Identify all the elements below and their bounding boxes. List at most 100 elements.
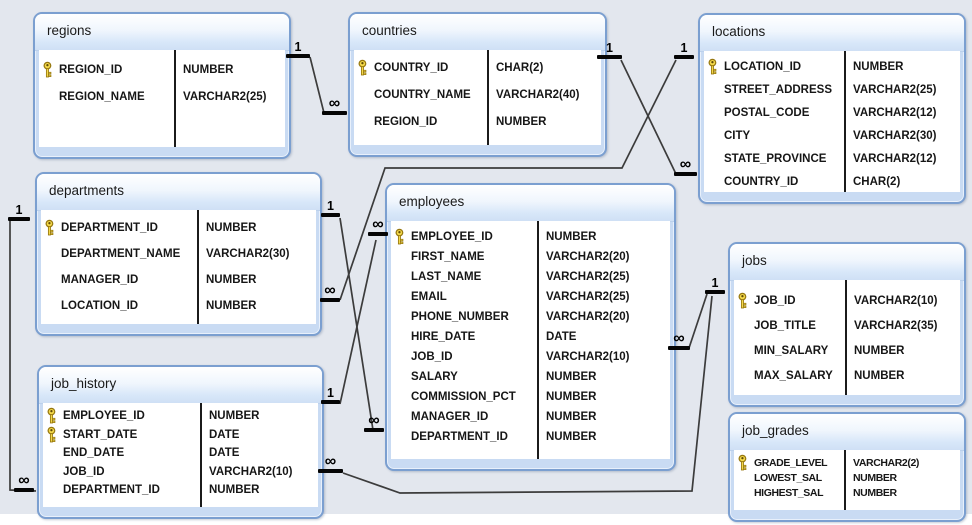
field-row[interactable]: MAX_SALARY NUMBER bbox=[734, 363, 960, 388]
field-row[interactable]: HIGHEST_SAL NUMBER bbox=[734, 485, 960, 500]
field-row[interactable]: SALARY NUMBER bbox=[391, 367, 670, 387]
field-row[interactable]: START_DATE DATE bbox=[43, 426, 318, 445]
field-row[interactable]: PHONE_NUMBER VARCHAR2(20) bbox=[391, 307, 670, 327]
field-type: DATE bbox=[209, 447, 240, 460]
field-row[interactable]: DEPARTMENT_ID NUMBER bbox=[391, 427, 670, 447]
field-name: EMAIL bbox=[411, 291, 447, 303]
field-row[interactable]: COUNTRY_ID CHAR(2) bbox=[354, 54, 601, 81]
table-header[interactable]: employees bbox=[387, 185, 674, 222]
table-header[interactable]: locations bbox=[700, 15, 964, 52]
field-type: NUMBER bbox=[206, 300, 257, 312]
primary-key-icon bbox=[707, 58, 719, 75]
table-jobs[interactable]: jobs JOB_ID VARCHAR2(10) bbox=[728, 242, 966, 407]
field-row[interactable]: MANAGER_ID NUMBER bbox=[41, 267, 316, 293]
table-job_grades[interactable]: job_grades GRADE_LEVEL VARCHAR2(2) bbox=[728, 412, 966, 522]
field-row[interactable]: EMPLOYEE_ID NUMBER bbox=[43, 407, 318, 426]
field-type: VARCHAR2(10) bbox=[209, 465, 293, 478]
relationship-line-employees-jobs[interactable] bbox=[688, 293, 708, 349]
table-header[interactable]: countries bbox=[350, 14, 605, 51]
cardinality-label: 1 bbox=[294, 40, 302, 54]
field-row[interactable]: POSTAL_CODE VARCHAR2(12) bbox=[704, 101, 960, 124]
field-type: VARCHAR2(12) bbox=[853, 106, 937, 119]
table-job_history[interactable]: job_history EMPLOYEE_ID NUMBER bbox=[37, 365, 324, 519]
relationship-line-regions-countries[interactable] bbox=[309, 56, 325, 114]
field-name: STREET_ADDRESS bbox=[724, 83, 832, 96]
field-name: DEPARTMENT_ID bbox=[63, 484, 160, 497]
column-divider bbox=[487, 50, 489, 145]
table-departments[interactable]: departments DEPARTMENT_ID NUMBER bbox=[35, 172, 322, 336]
field-name: MANAGER_ID bbox=[61, 274, 139, 286]
relationship-line-countries-locations[interactable] bbox=[620, 59, 677, 175]
table-header[interactable]: regions bbox=[35, 14, 289, 51]
cardinality-bar-icon bbox=[674, 55, 694, 59]
field-row[interactable]: LOCATION_ID NUMBER bbox=[704, 55, 960, 78]
table-header[interactable]: job_history bbox=[39, 367, 322, 404]
cardinality-marker: 1 bbox=[286, 41, 310, 58]
field-row[interactable]: LOWEST_SAL NUMBER bbox=[734, 470, 960, 485]
field-row[interactable]: COUNTRY_ID CHAR(2) bbox=[704, 170, 960, 192]
field-row[interactable]: EMPLOYEE_ID NUMBER bbox=[391, 227, 670, 247]
field-name: LAST_NAME bbox=[411, 271, 482, 283]
field-row[interactable]: FIRST_NAME VARCHAR2(20) bbox=[391, 247, 670, 267]
field-row[interactable]: REGION_NAME VARCHAR2(25) bbox=[39, 83, 285, 110]
relationship-line-departments-job_history[interactable] bbox=[9, 220, 37, 492]
field-row[interactable]: DEPARTMENT_NAME VARCHAR2(30) bbox=[41, 241, 316, 267]
field-row[interactable]: JOB_ID VARCHAR2(10) bbox=[734, 288, 960, 313]
cardinality-marker: 1 bbox=[321, 200, 340, 217]
field-row[interactable]: DEPARTMENT_ID NUMBER bbox=[41, 215, 316, 241]
field-row[interactable]: JOB_ID VARCHAR2(10) bbox=[43, 463, 318, 482]
field-row[interactable]: HIRE_DATE DATE bbox=[391, 327, 670, 347]
table-regions[interactable]: regions REGION_ID NUMBER bbox=[33, 12, 291, 159]
field-row[interactable]: END_DATE DATE bbox=[43, 444, 318, 463]
field-row[interactable]: REGION_ID NUMBER bbox=[354, 108, 601, 135]
cardinality-label: 1 bbox=[15, 203, 23, 217]
field-name: MAX_SALARY bbox=[754, 369, 833, 382]
field-name: END_DATE bbox=[63, 447, 125, 460]
table-countries[interactable]: countries COUNTRY_ID CHAR(2) bbox=[348, 12, 607, 157]
cardinality-label: ∞ bbox=[368, 412, 380, 429]
field-row[interactable]: STATE_PROVINCE VARCHAR2(12) bbox=[704, 147, 960, 170]
relationship-line-jobs-job_history[interactable] bbox=[342, 295, 713, 494]
table-employees[interactable]: employees EMPLOYEE_ID NUMBER bbox=[385, 183, 676, 471]
field-row[interactable]: GRADE_LEVEL VARCHAR2(2) bbox=[734, 454, 960, 471]
table-header[interactable]: job_grades bbox=[730, 414, 964, 451]
field-row[interactable]: COMMISSION_PCT NUMBER bbox=[391, 387, 670, 407]
field-type: NUMBER bbox=[546, 231, 597, 243]
primary-key-icon bbox=[44, 219, 56, 237]
field-name: POSTAL_CODE bbox=[724, 106, 810, 119]
table-locations[interactable]: locations LOCATION_ID NUMBER bbox=[698, 13, 966, 204]
field-name: START_DATE bbox=[63, 428, 138, 441]
field-row[interactable]: STREET_ADDRESS VARCHAR2(25) bbox=[704, 78, 960, 101]
field-row[interactable]: JOB_TITLE VARCHAR2(35) bbox=[734, 313, 960, 338]
cardinality-label: ∞ bbox=[324, 453, 337, 470]
field-name: GRADE_LEVEL bbox=[754, 456, 828, 469]
table-title: departments bbox=[49, 183, 125, 198]
cardinality-bar-icon bbox=[320, 298, 340, 302]
field-row[interactable]: CITY VARCHAR2(30) bbox=[704, 124, 960, 147]
cardinality-label: ∞ bbox=[324, 282, 336, 299]
field-row[interactable]: LAST_NAME VARCHAR2(25) bbox=[391, 267, 670, 287]
field-row[interactable]: MIN_SALARY NUMBER bbox=[734, 338, 960, 363]
field-name: MIN_SALARY bbox=[754, 344, 829, 357]
field-row[interactable]: EMAIL VARCHAR2(25) bbox=[391, 287, 670, 307]
primary-key-icon bbox=[737, 454, 749, 471]
primary-key-icon bbox=[42, 61, 54, 78]
cardinality-label: 1 bbox=[327, 199, 334, 213]
field-row[interactable]: COUNTRY_NAME VARCHAR2(40) bbox=[354, 81, 601, 108]
field-row[interactable]: REGION_ID NUMBER bbox=[39, 56, 285, 83]
field-row[interactable]: LOCATION_ID NUMBER bbox=[41, 293, 316, 319]
table-header[interactable]: jobs bbox=[730, 244, 964, 281]
relationship-line-locations-departments[interactable] bbox=[339, 59, 677, 301]
relationship-line-job_history-employees[interactable] bbox=[339, 239, 377, 405]
field-type: NUMBER bbox=[853, 60, 904, 73]
table-header[interactable]: departments bbox=[37, 174, 320, 211]
field-row[interactable]: MANAGER_ID NUMBER bbox=[391, 407, 670, 427]
field-row[interactable]: DEPARTMENT_ID NUMBER bbox=[43, 481, 318, 500]
field-type: VARCHAR2(35) bbox=[854, 319, 938, 332]
field-row[interactable]: JOB_ID VARCHAR2(10) bbox=[391, 347, 670, 367]
cardinality-bar-icon bbox=[321, 213, 340, 217]
field-type: VARCHAR2(10) bbox=[854, 294, 938, 307]
relationship-line-departments-employees[interactable] bbox=[339, 217, 374, 431]
